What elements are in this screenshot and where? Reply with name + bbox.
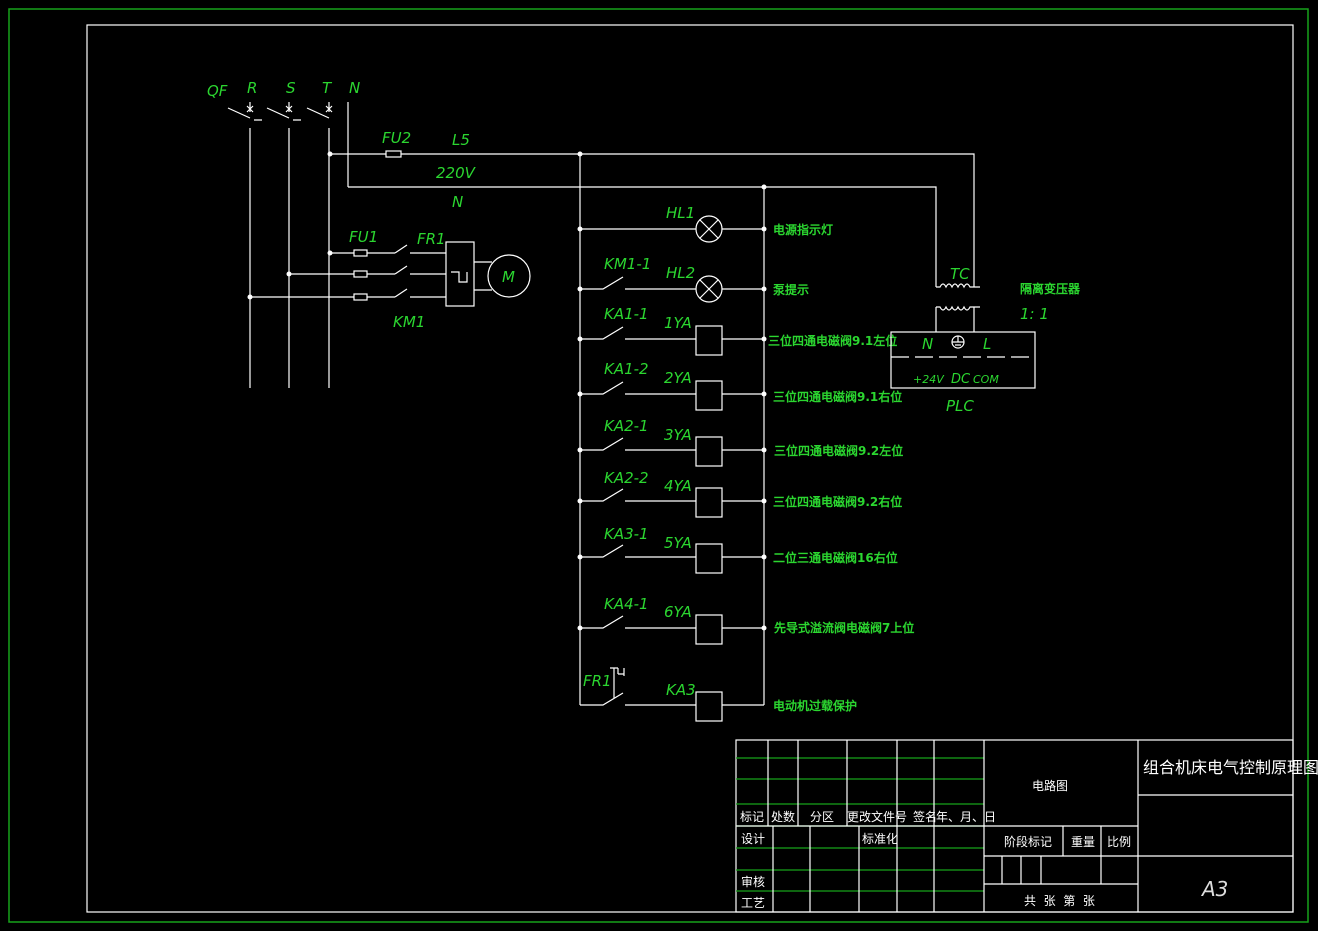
label-ka2-1: KA2-1 [604, 417, 649, 435]
label-scale: 比例 [1107, 835, 1131, 849]
main-power-circuit: QF R S T N FU1 KM1 FR1 M [207, 79, 531, 388]
label-hl2: HL2 [666, 264, 695, 282]
label-220v: 220V [436, 164, 477, 182]
label-plc-com: COM [973, 373, 999, 386]
desc-ka3: 电动机过载保护 [773, 698, 857, 713]
drawing-title: 组合机床电气控制原理图 [1143, 758, 1318, 777]
label-plc-n: N [922, 335, 933, 353]
label-ka1-2: KA1-2 [604, 360, 649, 378]
label-km1: KM1 [393, 313, 425, 331]
label-standard: 标准化 [862, 832, 898, 846]
label-phase-s: S [286, 79, 296, 97]
header-date: 年、月、日 [936, 810, 996, 824]
header-count: 处数 [771, 809, 795, 824]
label-6ya: 6YA [664, 603, 692, 621]
label-1ya: 1YA [664, 314, 692, 332]
label-ratio: 1: 1 [1020, 305, 1049, 323]
label-km1-1: KM1-1 [604, 255, 651, 273]
label-motor: M [502, 268, 515, 286]
desc-4ya: 三位四通电磁阀9.2右位 [773, 494, 902, 509]
label-fu2: FU2 [382, 129, 411, 147]
label-fu1: FU1 [349, 228, 378, 246]
label-l5: L5 [452, 131, 470, 149]
inner-frame [86, 24, 1294, 913]
header-change-doc: 更改文件号 [847, 809, 907, 824]
label-transformer-name: 隔离变压器 [1020, 281, 1081, 296]
label-review: 审核 [741, 874, 765, 889]
header-mark: 标记 [740, 810, 764, 824]
control-circuit: FU2 L5 220V N HL1 电源指示灯 KM1-1 HL2 泵提示 KA… [327, 129, 975, 722]
label-process: 工艺 [741, 896, 765, 910]
label-plc: PLC [946, 397, 974, 415]
label-phase-t: T [322, 79, 333, 97]
label-weight: 重量 [1071, 835, 1095, 849]
label-qf: QF [207, 82, 228, 100]
label-fr1: FR1 [417, 230, 446, 248]
label-ka3: KA3 [666, 681, 696, 699]
label-hl1: HL1 [666, 204, 695, 222]
label-stage-mark: 阶段标记 [1004, 834, 1052, 849]
outer-border [8, 8, 1309, 923]
header-zone: 分区 [810, 810, 834, 824]
label-design: 设计 [741, 832, 765, 846]
label-ka3-1: KA3-1 [604, 525, 649, 543]
label-n: N [452, 193, 463, 211]
label-ka1-1: KA1-1 [604, 305, 649, 323]
label-tc: TC [950, 265, 970, 283]
plc-section: TC 隔离变压器 1: 1 N L +24V DC COM PLC [890, 265, 1081, 415]
label-5ya: 5YA [664, 534, 692, 552]
desc-5ya: 二位三通电磁阀16右位 [773, 550, 898, 565]
label-2ya: 2YA [664, 369, 692, 387]
label-plc-l: L [983, 335, 991, 353]
desc-3ya: 三位四通电磁阀9.2左位 [774, 443, 903, 458]
desc-1ya: 三位四通电磁阀9.1左位 [768, 333, 897, 348]
label-ka4-1: KA4-1 [604, 595, 649, 613]
label-3ya: 3YA [664, 426, 692, 444]
header-signature: 签名 [913, 809, 937, 824]
label-4ya: 4YA [664, 477, 692, 495]
drawing-name: 电路图 [1032, 778, 1068, 793]
label-phase-r: R [247, 79, 257, 97]
label-ka2-2: KA2-2 [604, 469, 649, 487]
desc-hl2: 泵提示 [773, 282, 809, 297]
label-plc-dc: DC [951, 372, 971, 387]
desc-2ya: 三位四通电磁阀9.1右位 [773, 389, 902, 404]
label-phase-n: N [349, 79, 360, 97]
label-fr1-contact: FR1 [583, 672, 612, 690]
desc-6ya: 先导式溢流阀电磁阀7上位 [774, 620, 914, 635]
title-block: 组合机床电气控制原理图 电路图 A3 标记 处数 分区 更改文件号 签名 年、月… [735, 739, 1318, 913]
desc-hl1: 电源指示灯 [773, 222, 833, 237]
label-sheets: 共 张 第 张 [1024, 894, 1095, 908]
sheet-size: A3 [1200, 877, 1228, 901]
label-plc-24v: +24V [913, 373, 945, 386]
